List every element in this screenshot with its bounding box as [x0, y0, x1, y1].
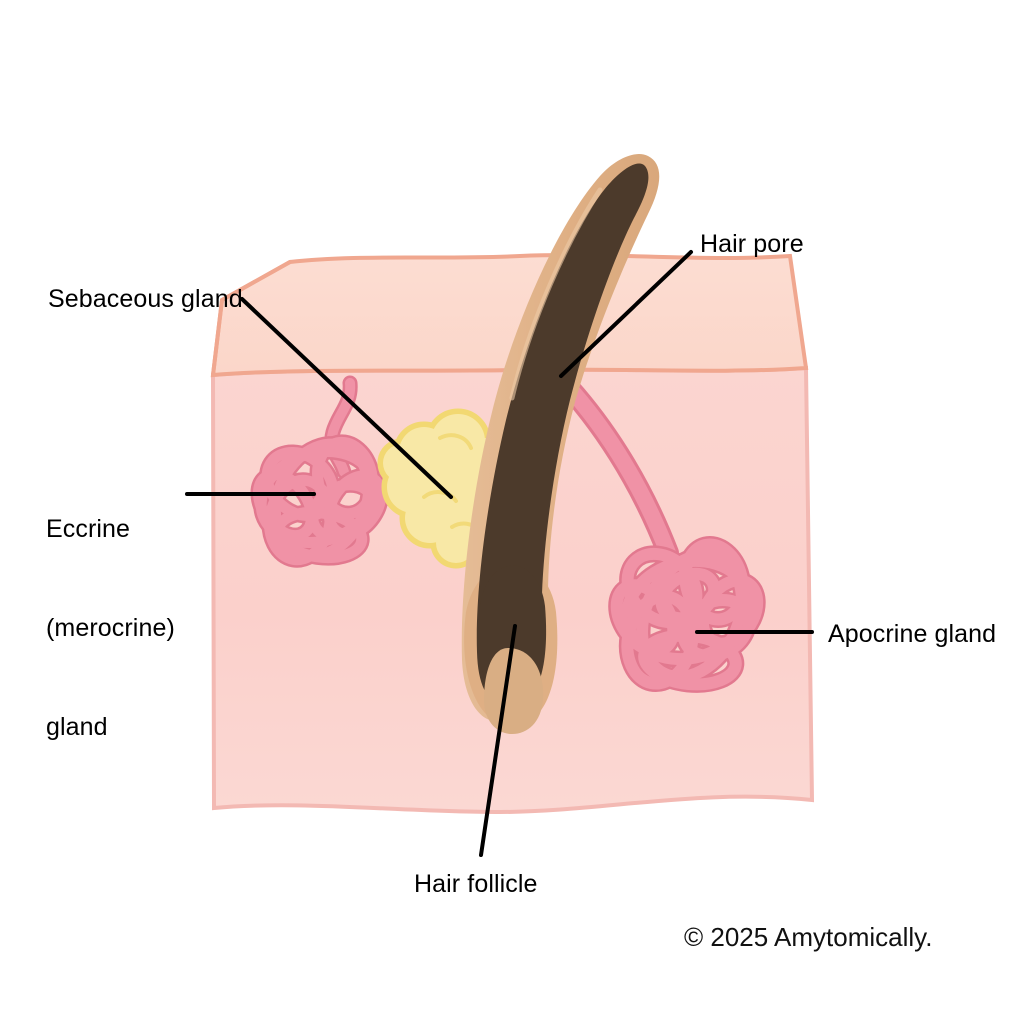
leader-hair-follicle: [479, 624, 517, 857]
label-apocrine-gland: Apocrine gland: [828, 620, 997, 648]
eccrine-gland: [250, 375, 389, 568]
label-hair-follicle: Hair follicle: [414, 870, 538, 898]
leader-hair-pore: [559, 250, 693, 378]
label-hair-pore: Hair pore: [700, 230, 804, 258]
leader-sebaceous-gland: [240, 297, 453, 499]
label-eccrine-gland-line-1: Eccrine: [46, 515, 131, 543]
label-eccrine-gland-line-2: (merocrine): [46, 614, 175, 642]
leader-lines: [185, 250, 814, 857]
label-eccrine-gland-line-3: gland: [46, 713, 108, 741]
copyright-notice: © 2025 Amytomically.: [684, 922, 933, 952]
label-sebaceous-gland: Sebaceous gland: [48, 285, 243, 313]
label-eccrine-gland: Eccrine (merocrine) gland: [46, 447, 175, 810]
